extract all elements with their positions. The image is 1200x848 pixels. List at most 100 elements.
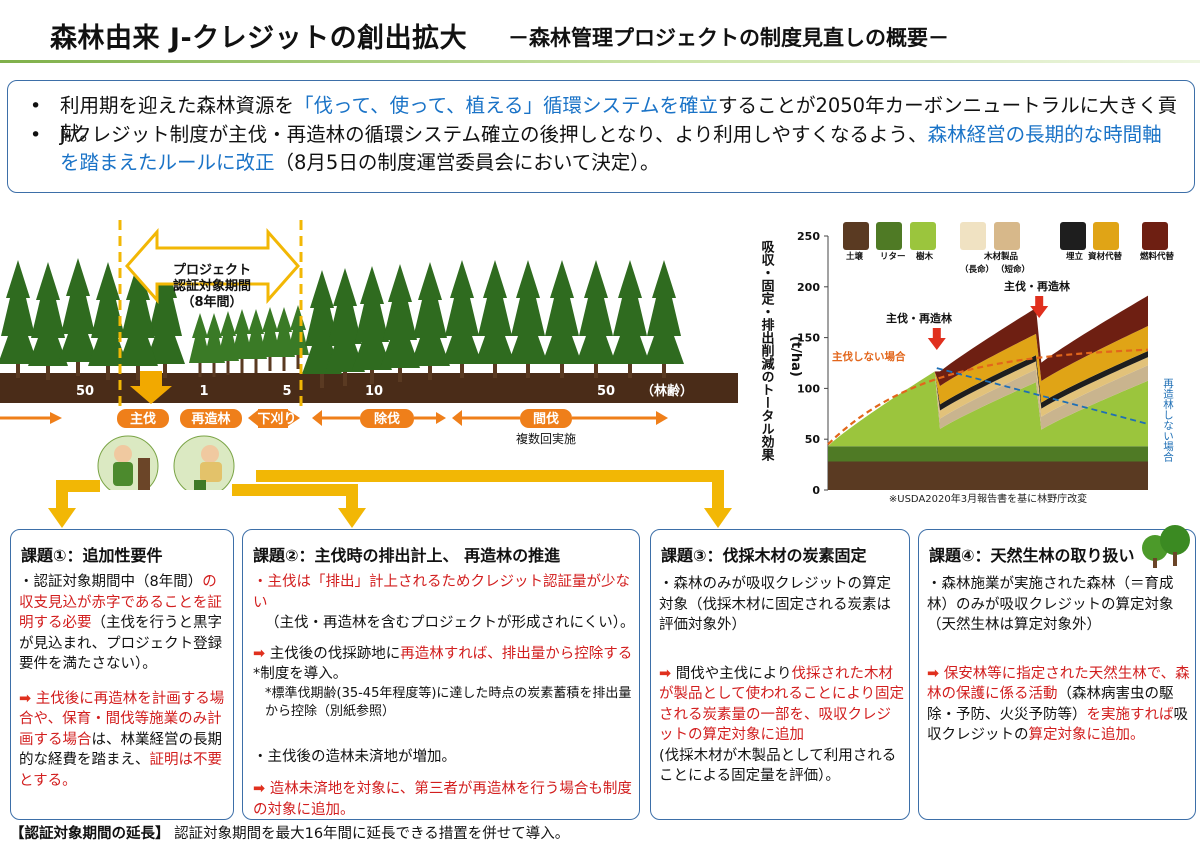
legend-swatch-icon — [994, 222, 1020, 250]
tree-area — [828, 371, 1148, 447]
task-body: ・森林のみが吸収クレジットの算定対象（伐採木材に固定される炭素は評価対象外） ➡… — [659, 574, 905, 787]
age-label: 50 — [597, 384, 615, 399]
summary-highlight: 「伐って、使って、植える」循環システムを確立 — [294, 94, 718, 117]
stage-harvest: 主伐 — [130, 411, 156, 427]
bullet: • — [30, 95, 42, 117]
task-card-1: 課題①：追加性要件 ・認証対象期間中（8年間）の収支見込が赤字であることを証明す… — [10, 529, 234, 820]
task-text: ・森林施業が実施された森林（＝育成林）のみが吸収クレジットの算定対象（天然生林は… — [927, 576, 1174, 633]
y-tick-label: 250 — [797, 230, 820, 243]
legend-label: 木材製品 — [983, 251, 1019, 262]
harvest-arrow-icon — [927, 328, 946, 350]
legend-swatch-icon — [843, 222, 869, 250]
age-label: 10 — [365, 384, 383, 399]
period-label-2: 認証対象期間 — [173, 278, 251, 294]
page-subtitle: －森林管理プロジェクトの制度見直しの概要－ — [508, 26, 949, 50]
young-trees — [189, 305, 309, 377]
y-tick-label: 100 — [797, 382, 820, 395]
y-tick-label: 50 — [805, 433, 821, 446]
footer-label: 【認証対象期間の延長】 — [10, 826, 170, 842]
task-highlight: 保安林等に指定された天然生林で、森林の保護に係る活動 — [927, 665, 1190, 703]
task-text: は、林業経営の長期的な経費を踏まえ、 — [19, 731, 222, 769]
task-card-4: 課題④：天然生林の取り扱い ・森林施業が実施された森林（＝育成林）のみが吸収クレ… — [918, 525, 1196, 820]
task-highlight: 伐採された木材が製品として使われることにより固定される炭素量の一部を、吸収クレジ… — [659, 665, 905, 744]
red-arrow-icon: ➡ — [253, 645, 266, 662]
annotation-harvest-2: 主伐・再造林 — [1004, 279, 1070, 293]
task-title: 課題①：追加性要件 — [21, 546, 163, 565]
chart-source-note: ※USDA2020年3月報告書を基に林野庁改変 — [889, 492, 1087, 505]
chart-ylabel-vertical: 吸収・固定・排出削減のトータル効果 — [759, 240, 776, 462]
summary-text: J-クレジット制度が主伐・再造林の循環システム確立の後押しとなり、より利用しやす… — [60, 123, 928, 146]
task-highlight: 造林未済地を対象に、第三者が再造林を行う場合も制度の対象に追加。 — [253, 781, 632, 818]
y-tick-label: 0 — [812, 484, 820, 497]
task-text: ・主伐後の造林未済地が増加。 — [253, 748, 456, 765]
title-divider — [0, 60, 1200, 63]
page-title: 森林由来 J-クレジットの創出拡大 — [50, 23, 468, 54]
legend-swatch-icon — [910, 222, 936, 250]
legend-label: 土壌 — [846, 251, 864, 262]
stage-replanting: 再造林 — [191, 411, 230, 427]
task-highlight: 算定対象に追加。 — [1028, 727, 1145, 743]
footer-note: 【認証対象期間の延長】 認証対象期間を最大16年間に延長できる措置を併せて導入。 — [10, 822, 569, 843]
task-highlight: 主伐後に再造林を計画する場合や、保育・間伐等施業のみ計画する場合 — [19, 690, 225, 748]
summary-highlight: を踏まえたルールに改正 — [60, 151, 275, 174]
red-arrow-icon: ➡ — [19, 690, 32, 707]
summary-highlight: 森林経営の長期的な時間軸 — [927, 123, 1162, 146]
age-label: 1 — [199, 384, 208, 399]
period-label-3: （8年間） — [181, 294, 242, 310]
red-arrow-icon: ➡ — [253, 781, 266, 797]
legend-swatch-icon — [1093, 222, 1119, 250]
ground — [188, 373, 738, 403]
age-label: 5 — [282, 384, 291, 399]
task-text: （主伐・再造林を含むプロジェクトが形成されにくい）。 — [265, 615, 635, 631]
task-body: ・主伐は「排出」計上されるためクレジット認証量が少ない（主伐・再造林を含むプロジ… — [253, 572, 637, 820]
task-card-3: 課題③：伐採木材の炭素固定 ・森林のみが吸収クレジットの算定対象（伐採木材に固定… — [650, 529, 910, 820]
task-text: ・認証対象期間中（8年間） — [19, 574, 203, 590]
wood-long-area — [828, 365, 1148, 447]
annotation-no-replant: 再造林しない場合 — [1162, 378, 1174, 463]
task-body: ・認証対象期間中（8年間）の収支見込が赤字であることを証明する必要（主伐を行うと… — [19, 572, 229, 791]
task-text: ・森林のみが吸収クレジットの算定対象（伐採木材に固定される炭素は評価対象外） — [659, 576, 891, 633]
task-title: 課題②：主伐時の排出計上、 再造林の推進 — [253, 546, 561, 565]
legend-label: 燃料代替 — [1140, 251, 1175, 262]
y-tick-label: 150 — [797, 332, 820, 345]
age-label: 50 — [76, 384, 94, 399]
stage-thinning: 間伐 — [533, 411, 559, 427]
no-harvest-line — [827, 348, 1149, 446]
thinning-note: 複数回実施 — [516, 431, 576, 446]
no-replant-line — [936, 367, 1149, 425]
harvest-arrow-icon — [1030, 296, 1049, 318]
legend-label: 資材代替 — [1087, 251, 1123, 262]
annotation-harvest-1: 主伐・再造林 — [886, 311, 952, 325]
stage-cleaning: 除伐 — [374, 411, 400, 427]
annotation-no-harvest: 主伐しない場合 — [832, 350, 906, 363]
summary-text: することが2050年カーボンニュートラルに大きく貢献。 — [60, 94, 1178, 145]
age-label: （林齢） — [641, 383, 693, 399]
stage-weeding: 下刈り — [257, 411, 296, 427]
legend-swatch-icon — [876, 222, 902, 250]
summary-line-2: J-クレジット制度が主伐・再造林の循環システム確立の後押しとなり、より利用しやす… — [60, 121, 1192, 177]
task-highlight: 再造林すれば、排出量から控除する — [400, 645, 633, 662]
legend-label: 樹木 — [916, 251, 934, 262]
task-highlight: の収支見込が赤字であることを証明する必要 — [19, 574, 222, 631]
red-arrow-icon: ➡ — [659, 665, 672, 682]
soil-area — [828, 461, 1148, 490]
title-bar: 森林由来 J-クレジットの創出拡大 －森林管理プロジェクトの制度見直しの概要－ — [0, 0, 1200, 63]
task-text: （森林病害虫の駆除・予防、火災予防等） — [927, 686, 1174, 723]
chart-canvas: 吸収・固定・排出削減のトータル効果(t/ha)050100150200250土壌… — [759, 222, 1175, 505]
growing-trees — [302, 260, 684, 388]
summary-box: • 利用期を迎えた森林資源を「伐って、使って、植える」循環システムを確立すること… — [7, 80, 1195, 193]
legend-swatch-icon — [1060, 222, 1086, 250]
chart-yunit: (t/ha) — [788, 336, 803, 377]
legend-swatch-icon — [960, 222, 986, 250]
task-highlight: 証明は不要とする。 — [19, 752, 222, 789]
task-text: 吸収クレジットの — [927, 706, 1188, 744]
footer-text: 認証対象期間を最大16年間に延長できる措置を併せて導入。 — [174, 826, 570, 842]
task-text: 間伐や主伐により — [675, 665, 792, 682]
period-label-1: プロジェクト — [173, 263, 251, 278]
harvest-down-arrow — [130, 371, 172, 404]
connector-arrows — [48, 470, 732, 528]
legend-label: （長命） — [960, 264, 994, 275]
task-text: 主伐後の伐採跡地に — [269, 645, 401, 662]
stage-timeline — [0, 409, 668, 428]
